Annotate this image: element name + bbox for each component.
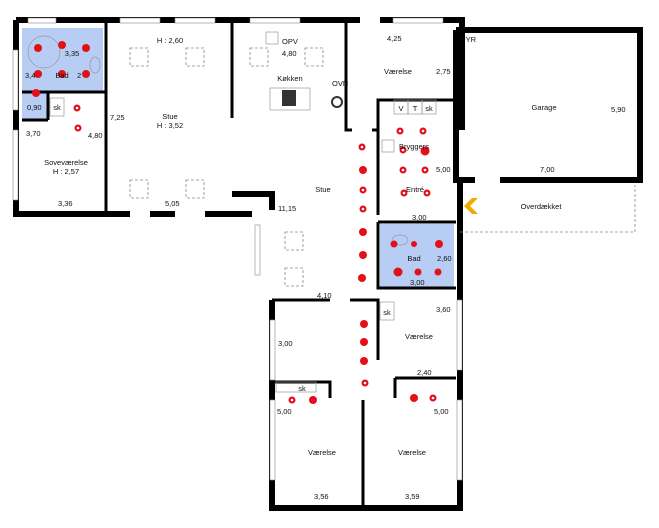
dim: 7,25 [110,113,125,122]
dim: 4,80 [282,49,297,58]
dim: 11,15 [278,204,296,213]
dim: 2,40 [417,368,432,377]
dim: 3,35 [65,49,80,58]
dim: 5,90 [611,105,626,114]
utility-sink-icon [381,139,395,153]
walls [13,17,643,511]
dimensions: 3,35 3,4 2 0,90 3,70 4,80 7,25 3,36 5,05… [25,34,626,501]
dim: 2 [77,71,81,80]
room-bryggers: Bryggers [399,142,429,151]
label-sk-bryggers: sk [425,104,433,113]
room-stue-2: Stue [315,185,330,194]
label-opv: OPV [282,37,298,46]
label-v: V [398,104,403,113]
fan-icon [331,96,343,108]
dim: 3,59 [405,492,420,501]
dim: 3,70 [26,129,41,138]
room-kokken: Køkken [277,74,302,83]
room-vaerelse-mid: Værelse [405,332,433,341]
dim: 5,05 [165,199,180,208]
room-labels: Bad Soveværelse H : 2,57 Stue H : 3,52 H… [44,36,562,457]
dim: 3,60 [436,305,451,314]
dim: 5,00 [436,165,451,174]
room-entre: Entré [406,185,424,194]
room-bad-2: Bad [407,254,420,263]
dim: 5,00 [277,407,292,416]
covered-area-outline [460,185,636,233]
washbasin-icon [391,234,409,246]
markers [32,41,443,404]
label-t: T [413,104,418,113]
label-fyr: FYR [461,35,477,44]
dim: 3,00 [278,339,293,348]
dim: 7,00 [540,165,555,174]
fixture-labels: OPV OVN FYR V T sk sk sk sk [53,35,476,393]
room-stue-1: Stue [162,112,177,121]
room-height-sovevaerelse: H : 2,57 [53,167,79,176]
label-ovn: OVN [332,79,348,88]
sink-icon [265,31,279,45]
room-vaerelse-top: Værelse [384,67,412,76]
toilet-icon [89,56,101,74]
fixtures [27,31,478,393]
dim: 0,90 [27,103,42,112]
kitchen-island [269,87,311,111]
room-overdaekket: Overdækket [521,202,563,211]
room-sovevaerelse: Soveværelse [44,158,88,167]
room-height-stue-1-upper: H : 2,60 [157,36,183,45]
bathtub-icon [27,35,61,69]
room-garage: Garage [531,103,556,112]
room-bad-1: Bad [55,71,68,80]
dim: 3,4 [25,71,35,80]
room-vaerelse-bottom-right: Værelse [398,448,426,457]
bathroom-2-floor [380,224,454,288]
cooktop-icon [282,90,296,106]
dim: 4,25 [387,34,402,43]
entrance-arrow-icon [464,198,478,214]
room-height-stue-1: H : 3,52 [157,121,183,130]
windows [12,17,463,481]
dim: 3,00 [410,278,425,287]
label-sk-vaerelse-bl: sk [298,384,306,393]
skylights [129,47,636,287]
label-sk-sovevaerelse: sk [53,103,61,112]
dim: 3,36 [58,199,73,208]
dim: 2,75 [436,67,451,76]
dim: 4,80 [88,131,103,140]
dim: 2,60 [437,254,452,263]
label-sk-vaerelse-mid: sk [383,308,391,317]
room-vaerelse-bottom-left: Værelse [308,448,336,457]
dim: 3,56 [314,492,329,501]
dim: 5,00 [434,407,449,416]
dim: 3,00 [412,213,427,222]
dim: 4,10 [317,291,332,300]
